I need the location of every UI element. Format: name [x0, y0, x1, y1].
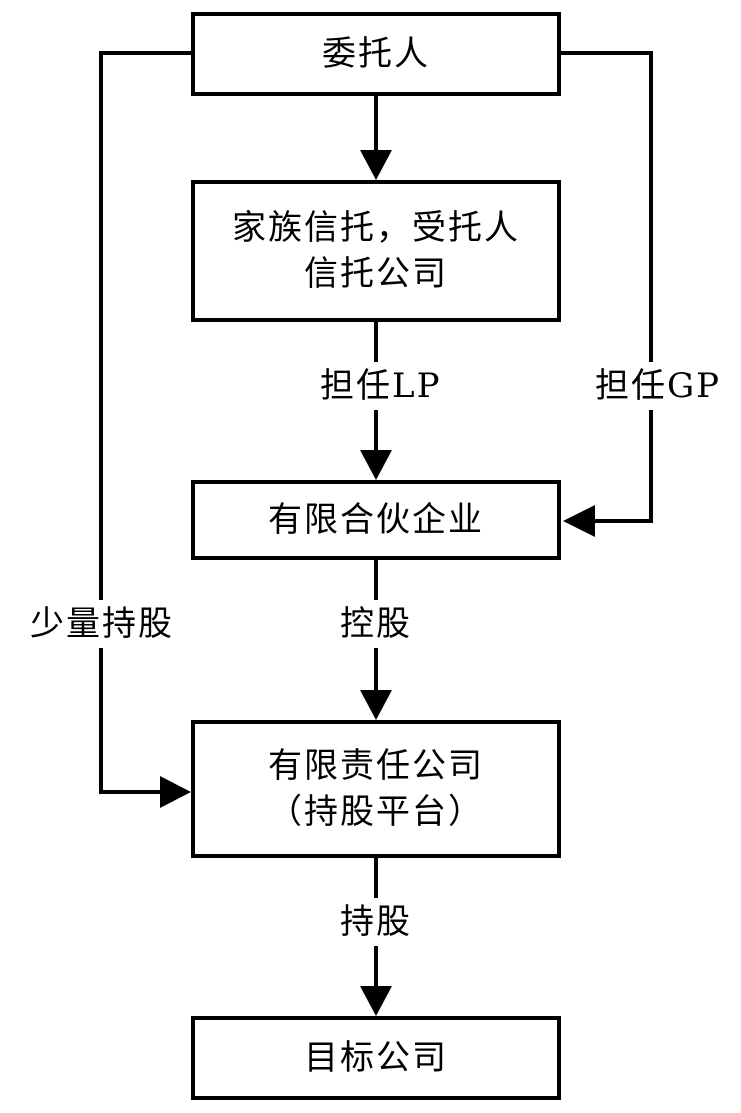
edge-settlor-to-partnership [561, 51, 653, 537]
edge-label-lp: 担任LP [318, 362, 444, 410]
arrowhead-icon [563, 505, 595, 537]
node-family-trust-line-1: 家族信托，受托人 [232, 208, 520, 248]
node-settlor: 委托人 [191, 12, 561, 96]
edge-label-gp: 担任GP [593, 362, 724, 410]
node-limited-partnership: 有限合伙企业 [191, 480, 561, 560]
arrowhead-icon [360, 690, 392, 720]
edge-label-minority-stake: 少量持股 [28, 600, 176, 648]
arrowhead-icon [160, 776, 191, 808]
node-holding-company-line-1: 有限责任公司 [268, 746, 484, 786]
arrowhead-icon [360, 450, 392, 480]
node-limited-partnership-label: 有限合伙企业 [268, 500, 484, 540]
node-family-trust: 家族信托，受托人 信托公司 [191, 180, 561, 322]
node-holding-company-line-2: （持股平台） [268, 792, 484, 832]
edge-label-shareholding: 持股 [338, 898, 414, 946]
edge-label-controlling-stake: 控股 [338, 600, 414, 648]
node-target-company: 目标公司 [191, 1016, 561, 1100]
node-family-trust-line-2: 信托公司 [304, 254, 448, 294]
node-settlor-label: 委托人 [322, 34, 430, 74]
arrowhead-icon [360, 986, 392, 1016]
edge-settlor-to-trust [360, 94, 392, 180]
node-target-company-label: 目标公司 [304, 1038, 448, 1078]
arrowhead-icon [360, 150, 392, 180]
node-holding-company: 有限责任公司 （持股平台） [191, 720, 561, 858]
edge-settlor-to-holding [99, 51, 191, 808]
